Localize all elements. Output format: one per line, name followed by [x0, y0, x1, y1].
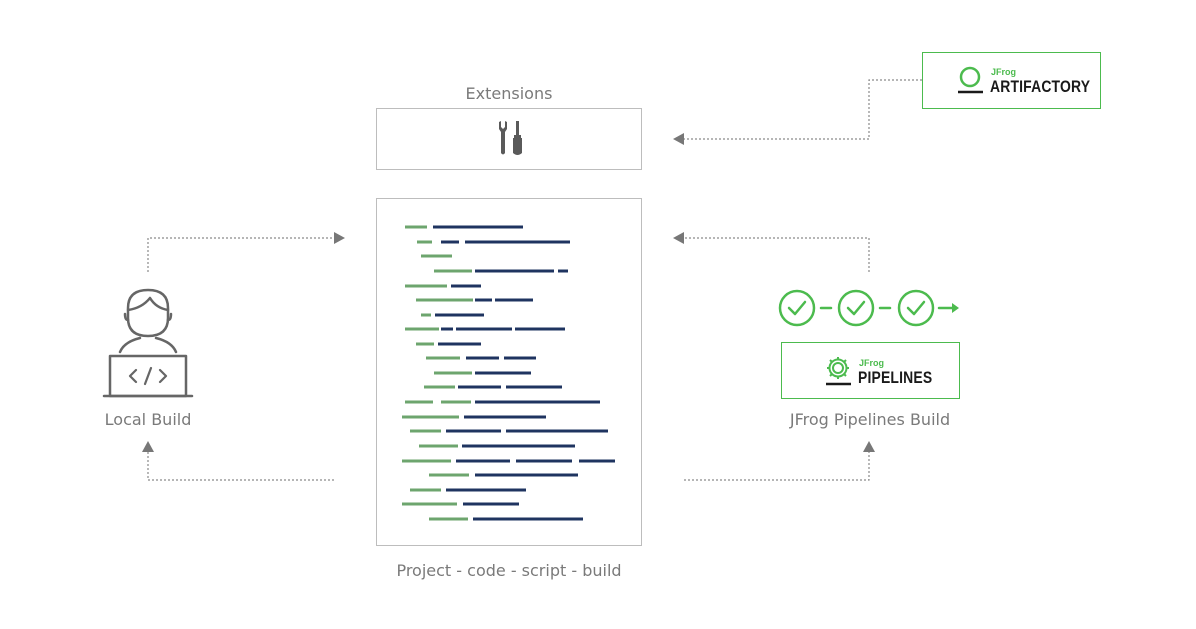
pipelines-brand-big: PIPELINES [858, 368, 933, 387]
local-build-label: Local Build [104, 410, 192, 429]
artifactory-brand-small: JFrog [991, 67, 1017, 77]
extensions-label: Extensions [465, 84, 553, 103]
project-box [376, 198, 642, 546]
arrow-head-extensions [673, 133, 684, 145]
code-lines-icon [402, 225, 615, 521]
extensions-box [376, 108, 642, 170]
code-brackets-icon [128, 366, 168, 386]
pipelines-brand-small: JFrog [859, 358, 885, 368]
project-to-local-line [147, 452, 334, 481]
artifactory-to-extensions-line [684, 79, 922, 140]
artifactory-box[interactable]: JFrog ARTIFACTORY [922, 52, 1101, 109]
check-icon [787, 300, 807, 316]
local-to-project-line [147, 237, 334, 272]
arrow-head-pipelines [863, 441, 875, 452]
project-to-pipelines-line [684, 452, 870, 481]
check-icon [906, 300, 926, 316]
pipelines-box[interactable]: JFrog PIPELINES [781, 342, 960, 399]
arrow-head-project-left [334, 232, 345, 244]
arrow-head-project-right [673, 232, 684, 244]
pipelines-to-project-line [684, 237, 870, 272]
artifactory-logo-icon [958, 66, 983, 94]
developer-laptop-icon [102, 288, 194, 398]
check-icon [846, 300, 866, 316]
pipeline-steps [778, 289, 959, 327]
project-label: Project - code - script - build [396, 561, 622, 580]
arrow-right-icon [952, 303, 959, 313]
pipelines-gear-icon [826, 357, 851, 386]
artifactory-brand-big: ARTIFACTORY [990, 77, 1091, 96]
arrow-head-local [142, 441, 154, 452]
pipelines-build-label: JFrog Pipelines Build [789, 410, 951, 429]
tools-icon [499, 121, 522, 155]
